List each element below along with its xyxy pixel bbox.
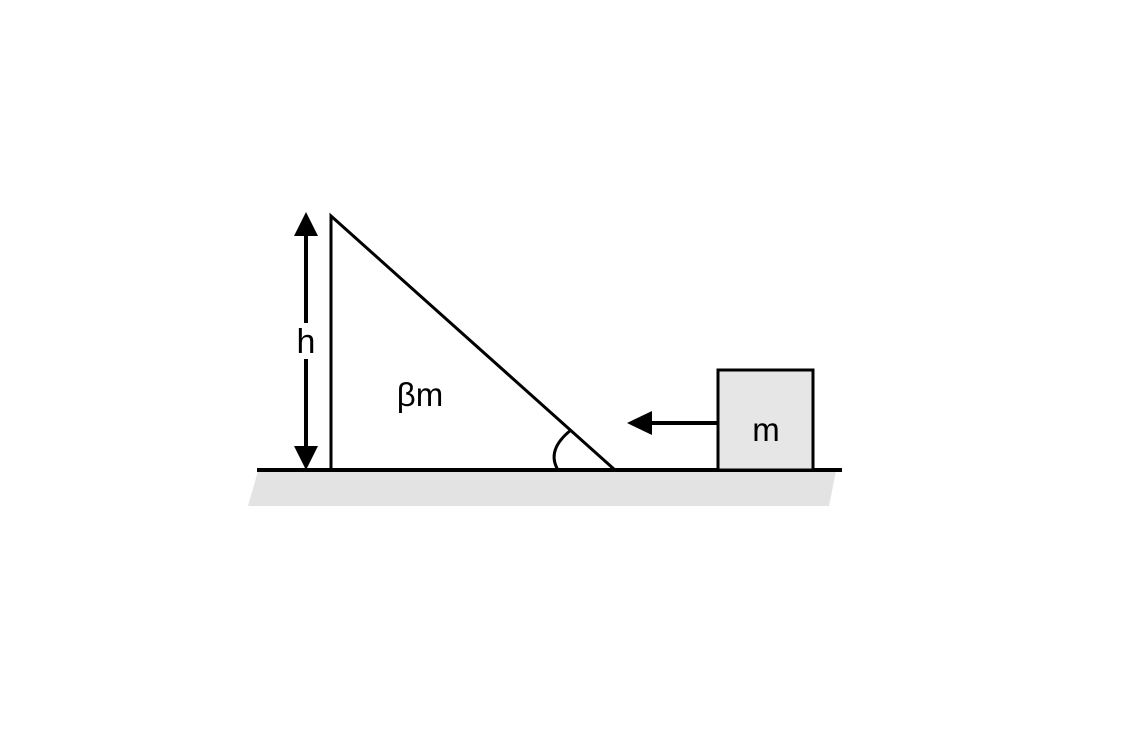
height-arrow-head-up	[294, 212, 318, 236]
velocity-arrow	[627, 411, 718, 435]
block	[716, 368, 815, 472]
height-arrow-head-down	[294, 446, 318, 470]
height-label: h	[297, 323, 316, 361]
height-label-bg	[293, 323, 319, 359]
velocity-arrow-head	[627, 411, 652, 435]
block-mass-label: m	[752, 411, 780, 448]
ground-shadow	[248, 471, 836, 506]
angle-arc	[552, 428, 572, 471]
wedge-mass-label: βm	[397, 376, 443, 413]
wedge	[329, 212, 619, 472]
